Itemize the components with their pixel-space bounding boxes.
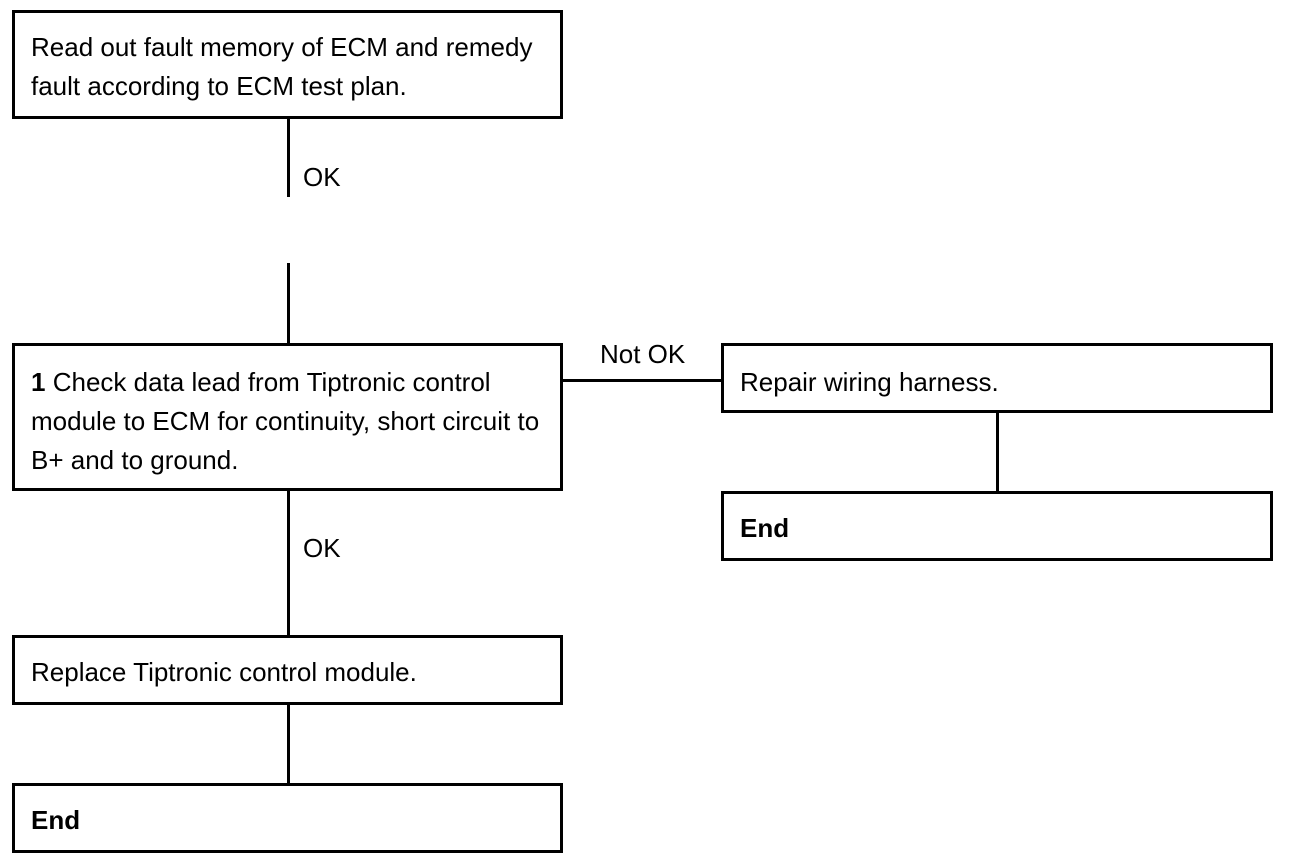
label-ok-1: OK: [303, 162, 341, 192]
end-bottom-text: End: [31, 805, 81, 835]
label-ok-2: OK: [303, 533, 341, 563]
connector-check-to-replace: [287, 491, 290, 635]
step-replace-module: Replace Tiptronic control module.: [12, 635, 563, 705]
connector-repair-to-end: [996, 413, 999, 491]
connector-replace-to-end: [287, 705, 290, 783]
step-check-data-lead: 1 Check data lead from Tiptronic control…: [12, 343, 563, 491]
end-right-text: End: [740, 513, 790, 543]
end-right: End: [721, 491, 1273, 561]
connector-read-to-gap: [287, 119, 290, 197]
step-replace-module-text: Replace Tiptronic control module.: [31, 657, 417, 687]
connector-gap-to-check: [287, 263, 290, 343]
step-check-data-lead-text: Check data lead from Tiptronic control m…: [31, 367, 540, 475]
connector-check-to-repair: [563, 379, 723, 382]
step-read-fault-memory: Read out fault memory of ECM and remedy …: [12, 10, 563, 119]
end-bottom: End: [12, 783, 563, 853]
label-not-ok: Not OK: [600, 339, 686, 369]
step-read-fault-memory-text: Read out fault memory of ECM and remedy …: [31, 32, 533, 101]
step-repair-wiring-harness: Repair wiring harness.: [721, 343, 1273, 413]
step-number: 1: [31, 367, 46, 397]
step-repair-wiring-harness-text: Repair wiring harness.: [740, 367, 999, 397]
